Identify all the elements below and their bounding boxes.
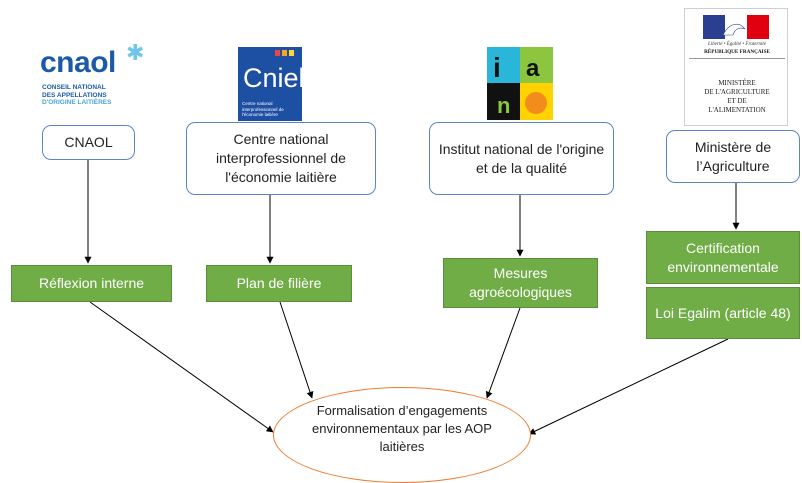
ministere-motto: Liberté • Égalité • Fraternité — [708, 42, 766, 47]
arrow-plan-to-target — [279, 301, 314, 399]
inao-logo: i n a — [487, 47, 553, 120]
cnaol-logo-word: cnaol — [40, 46, 116, 79]
arrow-mesures-to-target — [485, 307, 521, 399]
action-label-plan: Plan de filière — [236, 275, 322, 291]
org-box-ministere: Ministère de l’Agriculture — [666, 130, 800, 183]
svg-text:i: i — [493, 52, 501, 83]
ministere-divider — [689, 58, 785, 59]
org-box-cnaol: CNAOL — [42, 125, 135, 160]
marianne-flag-icon — [703, 15, 769, 39]
cniel-logo: Cniel Centre national interprofessionnel… — [238, 47, 305, 121]
ministere-name: MINISTÈRE DE L'AGRICULTURE ET DE L'ALIME… — [704, 79, 770, 114]
star-icon: ✱ — [126, 40, 145, 65]
action-label-egalim: Loi Egalim (article 48) — [655, 304, 791, 321]
ministere-republic: RÉPUBLIQUE FRANÇAISE — [704, 49, 770, 55]
svg-text:a: a — [526, 55, 540, 82]
action-plan-de-filiere: Plan de filière — [206, 265, 352, 302]
action-reflexion-interne: Réflexion interne — [11, 265, 172, 302]
action-label-reflexion: Réflexion interne — [38, 275, 145, 291]
action-certification-environnementale: Certification environnementale — [646, 231, 800, 284]
target-label: Formalisation d’engagements environnemen… — [312, 403, 492, 454]
cniel-logo-dots — [275, 50, 297, 56]
org-label-inao: Institut national de l'origine et de la … — [438, 140, 605, 176]
cnaol-logo: cnaol ✱ CONSEIL NATIONAL DES APPELLATION… — [40, 40, 160, 115]
org-label-ministere: Ministère de l’Agriculture — [694, 138, 772, 174]
action-label-mesures: Mesures agroécologiques — [469, 265, 572, 300]
org-label-cniel: Centre national interprofessionnel de l'… — [216, 131, 346, 185]
svg-text:n: n — [497, 93, 510, 118]
action-mesures-agroecologiques: Mesures agroécologiques — [443, 258, 598, 308]
target-oval-formalisation: Formalisation d’engagements environnemen… — [273, 387, 531, 483]
action-loi-egalim: Loi Egalim (article 48) — [646, 287, 800, 339]
arrow-egalim-to-target — [528, 338, 729, 435]
org-box-cniel: Centre national interprofessionnel de l'… — [186, 122, 376, 195]
org-box-inao: Institut national de l'origine et de la … — [429, 122, 614, 195]
org-label-cnaol: CNAOL — [64, 134, 113, 150]
cnaol-logo-subtitle: CONSEIL NATIONAL DES APPELLATIONS D'ORIG… — [42, 84, 112, 106]
arrow-reflexion-to-target — [89, 301, 274, 433]
connector-arrows — [84, 160, 740, 435]
cniel-logo-word: Cniel — [243, 63, 305, 93]
action-label-certification: Certification environnementale — [667, 239, 779, 275]
ministere-logo: Liberté • Égalité • Fraternité RÉPUBLIQU… — [684, 8, 788, 126]
cniel-logo-subtitle: Centre national interprofessionnel de l'… — [242, 101, 284, 117]
